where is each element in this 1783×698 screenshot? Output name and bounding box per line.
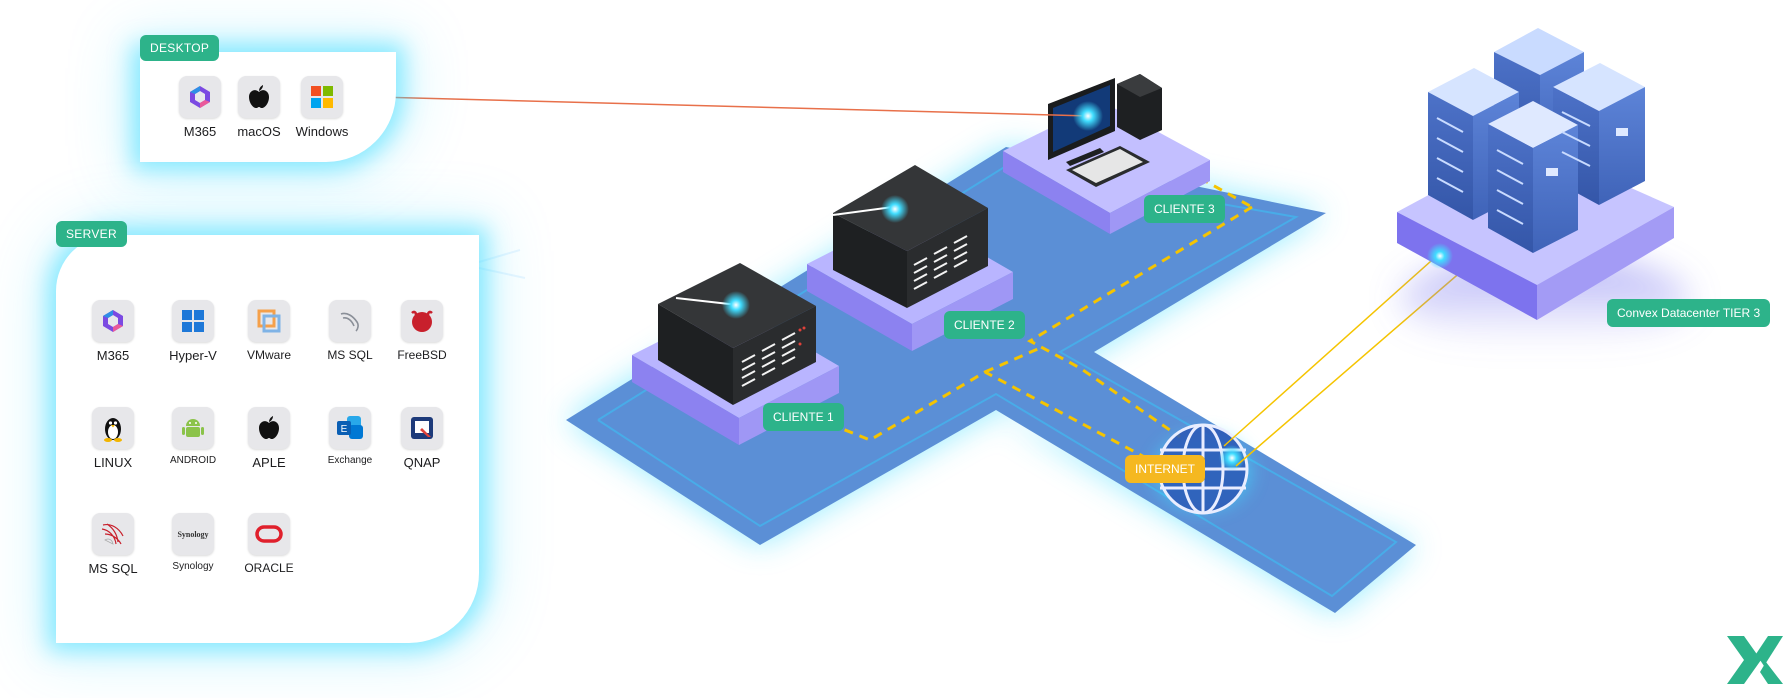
server-item-vmware[interactable]: VMware <box>239 300 299 362</box>
server-item-label: APLE <box>252 455 286 470</box>
server-item-mssql[interactable]: MS SQL <box>320 300 380 362</box>
internet-globe <box>1153 423 1253 515</box>
server-item-label: MS SQL <box>327 348 373 362</box>
server-item-label: Exchange <box>327 455 373 466</box>
cliente-3-label: CLIENTE 3 <box>1144 195 1225 223</box>
server-panel-connector <box>478 249 526 279</box>
qnap-icon <box>401 407 443 449</box>
server-item-label: ORACLE <box>244 561 294 575</box>
linux-icon <box>92 407 134 449</box>
server-item-label: M365 <box>96 348 130 363</box>
server-item-label: ANDROID <box>169 455 217 466</box>
desktop-item-m365[interactable]: M365 <box>170 76 230 139</box>
server-item-linux[interactable]: LINUX <box>83 407 143 470</box>
datacenter-label: Convex Datacenter TIER 3 <box>1607 299 1771 327</box>
cliente-1-server <box>658 263 816 405</box>
windows-icon <box>172 300 214 342</box>
desktop-item-macos[interactable]: macOS <box>229 76 289 139</box>
svg-text:E: E <box>341 424 348 435</box>
server-item-label: QNAP <box>403 455 441 470</box>
exchange-icon: E <box>329 407 371 449</box>
server-item-label: VMware <box>246 348 291 362</box>
server-item-qnap[interactable]: QNAP <box>392 407 452 470</box>
desktop-tag: DESKTOP <box>140 35 220 61</box>
freebsd-icon <box>401 300 443 342</box>
server-item-aple[interactable]: APLE <box>239 407 299 470</box>
datacenter-racks <box>1428 28 1645 253</box>
server-item-synology[interactable]: Synology Synology <box>163 513 223 572</box>
cliente-1-label: CLIENTE 1 <box>763 403 844 431</box>
server-item-android[interactable]: ANDROID <box>163 407 223 466</box>
desktop-item-label: M365 <box>183 124 217 139</box>
server-item-hyper-v[interactable]: Hyper-V <box>163 300 223 363</box>
server-item-label: LINUX <box>93 455 133 470</box>
apple-icon <box>238 76 280 118</box>
server-item-label: Synology <box>172 561 214 572</box>
cliente-2-label: CLIENTE 2 <box>944 311 1025 339</box>
m365-icon <box>92 300 134 342</box>
desktop-item-label: macOS <box>237 124 281 139</box>
desktop-item-windows[interactable]: Windows <box>292 76 352 139</box>
internet-label: INTERNET <box>1125 455 1205 483</box>
server-item-mssql-server[interactable]: MS SQL <box>83 513 143 576</box>
server-item-oracle[interactable]: ORACLE <box>239 513 299 575</box>
oracle-icon <box>248 513 290 555</box>
synology-icon: Synology <box>172 513 214 555</box>
cliente-3-desktop <box>377 74 1162 187</box>
convex-logo <box>1727 636 1783 684</box>
server-item-exchange[interactable]: E Exchange <box>320 407 380 466</box>
server-item-m365[interactable]: M365 <box>83 300 143 363</box>
vmware-icon <box>248 300 290 342</box>
mssql-server-icon <box>92 513 134 555</box>
apple-icon <box>248 407 290 449</box>
windows-icon <box>301 76 343 118</box>
m365-icon <box>179 76 221 118</box>
android-icon <box>172 407 214 449</box>
server-tag: SERVER <box>56 221 127 247</box>
svg-text:Synology: Synology <box>177 530 208 539</box>
server-item-label: MS SQL <box>88 561 138 576</box>
cliente-2-server <box>832 165 988 308</box>
server-item-label: Hyper-V <box>169 348 217 363</box>
mssql-icon <box>329 300 371 342</box>
desktop-item-label: Windows <box>295 124 349 139</box>
server-item-freebsd[interactable]: FreeBSD <box>392 300 452 362</box>
server-item-label: FreeBSD <box>397 348 447 362</box>
